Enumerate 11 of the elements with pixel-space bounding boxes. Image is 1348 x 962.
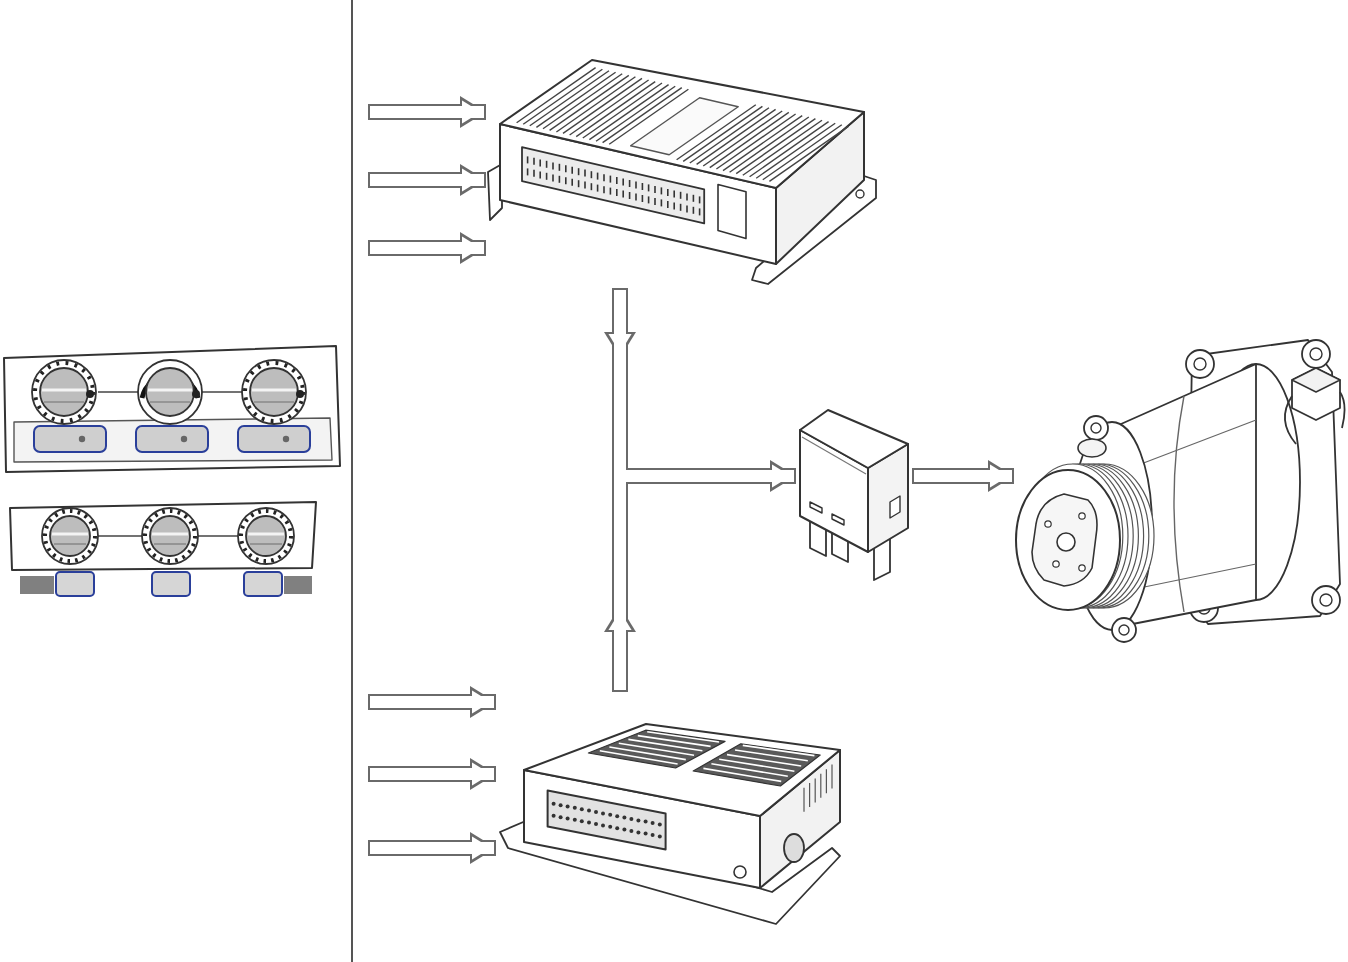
relay (796, 406, 912, 582)
arrow (368, 164, 486, 196)
arrow (912, 460, 1014, 492)
arrow (368, 758, 496, 790)
compressor (1014, 336, 1348, 648)
climate-control-panel (4, 342, 342, 474)
arrow (368, 96, 486, 128)
arrow (368, 686, 496, 718)
arrow (368, 232, 486, 264)
climate-control-panel (8, 498, 318, 598)
arrow (368, 832, 496, 864)
